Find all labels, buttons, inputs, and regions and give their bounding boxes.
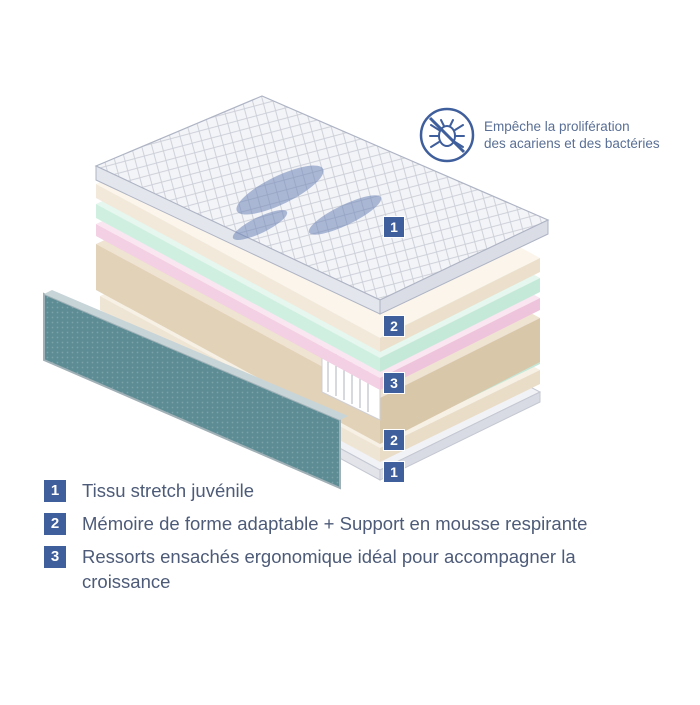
legend-item: 1 Tissu stretch juvénile [44, 478, 664, 503]
legend-item: 2 Mémoire de forme adaptable + Support e… [44, 511, 664, 536]
anti-mite-description: Empêche la prolifération des acariens et… [484, 118, 660, 152]
tag-layer-springs: 3 [383, 372, 405, 394]
tag-layer-bottom-cover: 1 [383, 461, 405, 483]
legend-text: Tissu stretch juvénile [82, 480, 255, 501]
legend-number-badge: 2 [44, 513, 66, 535]
anti-mite-callout: Empêche la prolifération des acariens et… [418, 106, 660, 164]
legend-number-badge: 3 [44, 546, 66, 568]
legend-text: Mémoire de forme adaptable + Support en … [82, 513, 588, 534]
tag-layer-top-cover: 1 [383, 216, 405, 238]
layer-top-cover [94, 95, 550, 315]
anti-mite-line-1: Empêche la prolifération [484, 119, 630, 134]
legend-number-badge: 1 [44, 480, 66, 502]
tag-layer-lower-memory: 2 [383, 429, 405, 451]
anti-mite-line-2: des acariens et des bactéries [484, 136, 660, 151]
legend-text: Ressorts ensachés ergonomique idéal pour… [82, 546, 576, 592]
anti-mite-icon [419, 107, 475, 163]
layers-legend: 1 Tissu stretch juvénile 2 Mémoire de fo… [44, 478, 664, 602]
side-fabric-panel [43, 290, 348, 490]
tag-layer-upper-memory: 2 [383, 315, 405, 337]
legend-item: 3 Ressorts ensachés ergonomique idéal po… [44, 544, 664, 594]
